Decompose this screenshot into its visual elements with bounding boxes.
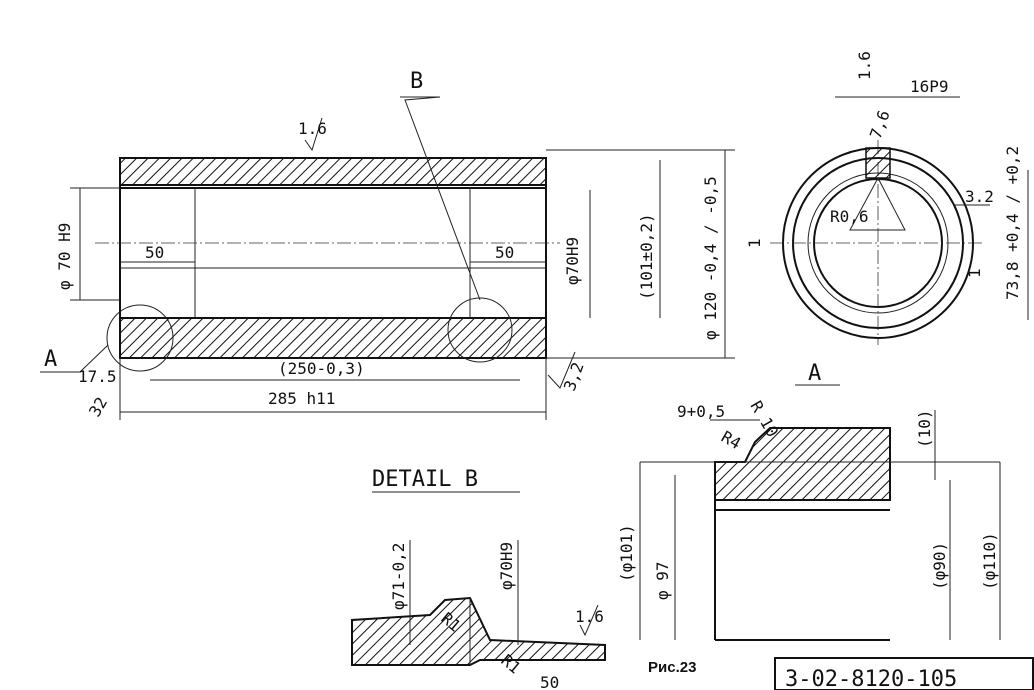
ring-inner <box>813 178 943 308</box>
dim-d90: (φ90) <box>930 542 949 590</box>
drawing-number: 3-02-8120-105 <box>785 667 957 690</box>
dim-land-right: 50 <box>495 243 514 262</box>
dim-inner-length: (250-0,3) <box>278 359 365 378</box>
roughness-right: 3,2 <box>560 360 588 394</box>
detail-b-title: DETAIL B <box>372 467 478 492</box>
dim-d71: φ71-0,2 <box>389 543 408 610</box>
dim-keyway: 16P9 <box>910 77 949 96</box>
roughness-key: 1.6 <box>855 51 874 80</box>
roughness-detail-b: 1.6 <box>575 607 604 626</box>
dim-length-50: 50 <box>540 673 559 690</box>
sleeve-outer-bottom-wall <box>119 317 547 359</box>
detail-a-section <box>714 427 891 501</box>
dim-offset-17: 17.5 <box>78 367 117 386</box>
dim-diameter-101: (101±0,2) <box>637 213 656 300</box>
roughness-top: 1.6 <box>298 119 327 138</box>
roughness-ring: 3.2 <box>965 187 994 206</box>
dim-bore-left: φ 70 H9 <box>55 223 74 290</box>
dim-key-depth: 73,8 +0,4 / +0,2 <box>1003 146 1022 300</box>
dim-key-angle: 7,6 <box>866 108 894 142</box>
title-block <box>774 657 1034 690</box>
dim-diameter-120: φ 120 -0,4 / -0,5 <box>701 176 720 340</box>
section-view: 16P9 1.6 7,6 R0,6 3.2 73,8 +0,4 / +0,2 1… <box>745 51 1029 345</box>
dim-d97: φ 97 <box>653 561 672 600</box>
section-b-label: B <box>410 69 423 94</box>
detail-b-section <box>351 596 606 666</box>
dim-r10: R 10 <box>747 398 783 441</box>
dim-gap-right: 1 <box>965 268 984 278</box>
detail-b: DETAIL B φ71-0,2 φ70H9 R1 R1 50 1.6 <box>351 467 606 690</box>
dim-overall-length: 285 h11 <box>268 389 335 408</box>
detail-b-callout <box>447 297 513 363</box>
dim-d110: (φ110) <box>980 532 999 590</box>
detail-a: A 9+0,5 R 10 R4 (10) (φ101) φ 97 (φ90) (… <box>617 361 1001 641</box>
detail-a-callout <box>106 304 174 372</box>
dim-bore-right: φ70H9 <box>563 237 582 285</box>
main-view: B A 1.6 φ 70 H9 50 50 φ70H9 (101±0,2) φ … <box>40 69 735 420</box>
dim-gap-left: 1 <box>745 238 764 248</box>
detail-a-title: A <box>808 361 821 386</box>
dim-10: (10) <box>915 409 934 448</box>
dim-r4: R4 <box>718 427 744 453</box>
keyway <box>865 147 891 179</box>
dim-d70: φ70H9 <box>497 542 516 590</box>
dim-offset-9: 9+0,5 <box>677 402 725 421</box>
dim-d101: (φ101) <box>617 524 636 582</box>
sleeve-outer-top-wall <box>119 157 547 186</box>
detail-a-marker: A <box>44 347 57 372</box>
dim-land-left: 50 <box>145 243 164 262</box>
dim-offset-32: 32 <box>85 394 111 420</box>
dim-radius: R0,6 <box>830 207 869 226</box>
figure-caption: Рис.23 <box>648 659 696 676</box>
